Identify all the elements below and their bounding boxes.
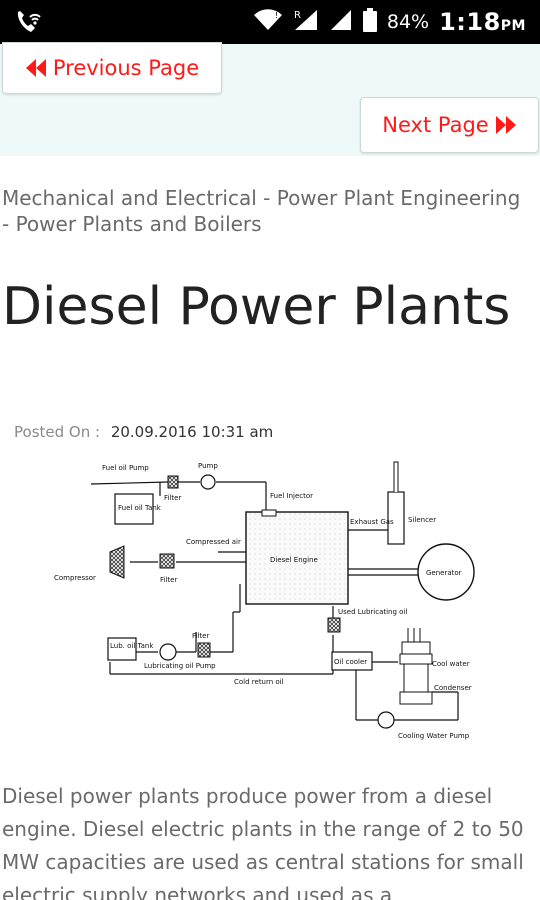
label-lubricating-oil-pump: Lubricating oil Pump <box>144 662 216 670</box>
wifi-icon: ! <box>253 9 283 35</box>
double-chevron-right-icon <box>495 115 517 135</box>
status-bar: ! R 84% 1:18PM <box>0 0 540 44</box>
battery-percent: 84% <box>386 11 430 33</box>
previous-page-label: Previous Page <box>52 56 200 80</box>
label-fuel-injector: Fuel Injector <box>270 492 313 500</box>
label-used-lubricating-oil: Used Lubricating oil <box>338 608 407 616</box>
signal-icon <box>329 8 353 36</box>
next-page-label: Next Page <box>382 113 489 137</box>
signal-roaming-icon: R <box>293 8 319 36</box>
label-lube-oil-tank: Lub. oil Tank <box>110 642 154 650</box>
svg-text:!: ! <box>275 11 278 20</box>
label-filter-mid: Filter <box>160 576 177 584</box>
svg-text:R: R <box>294 10 301 21</box>
label-condenser: Condenser <box>434 684 472 692</box>
label-exhaust-gas: Exhaust Gas <box>350 518 394 526</box>
label-cool-water: Cool water <box>432 660 470 668</box>
label-cold-return-oil: Cold return oil <box>234 678 284 686</box>
label-fuel-oil-tank: Fuel oil Tank <box>118 504 162 512</box>
next-page-button[interactable]: Next Page <box>360 97 539 153</box>
label-compressor: Compressor <box>54 574 96 582</box>
status-icons: ! R 84% 1:18PM <box>253 0 526 44</box>
label-silencer: Silencer <box>408 516 436 524</box>
label-generator: Generator <box>426 569 462 577</box>
posted-on: Posted On : 20.09.2016 10:31 am <box>14 423 273 441</box>
posted-on-date: 20.09.2016 10:31 am <box>110 423 274 441</box>
posted-on-label: Posted On : <box>14 423 101 441</box>
battery-icon <box>362 8 377 36</box>
page-title: Diesel Power Plants <box>2 277 511 337</box>
label-compressed-air: Compressed air <box>186 538 241 546</box>
previous-page-button[interactable]: Previous Page <box>2 42 222 94</box>
diagram-svg: Fuel oil Pump Pump Filter Fuel oil Tank … <box>54 461 475 740</box>
label-cooling-water-pump: Cooling Water Pump <box>398 732 470 740</box>
wifi-calling-icon <box>14 8 44 36</box>
article-body: Diesel power plants produce power from a… <box>2 784 524 900</box>
diesel-power-plant-diagram: Fuel oil Pump Pump Filter Fuel oil Tank … <box>48 452 478 762</box>
double-chevron-left-icon <box>25 58 47 78</box>
label-filter-low: Filter <box>192 632 209 640</box>
label-diesel-engine: Diesel Engine <box>270 556 318 564</box>
label-fuel-oil-pump: Fuel oil Pump <box>102 464 149 472</box>
clock: 1:18PM <box>439 8 526 36</box>
label-oil-cooler: Oil cooler <box>334 658 367 666</box>
pagination-band: Previous Page Next Page <box>0 42 540 156</box>
label-filter-top: Filter <box>164 494 181 502</box>
breadcrumb[interactable]: Mechanical and Electrical - Power Plant … <box>2 186 521 236</box>
label-pump: Pump <box>198 462 218 470</box>
